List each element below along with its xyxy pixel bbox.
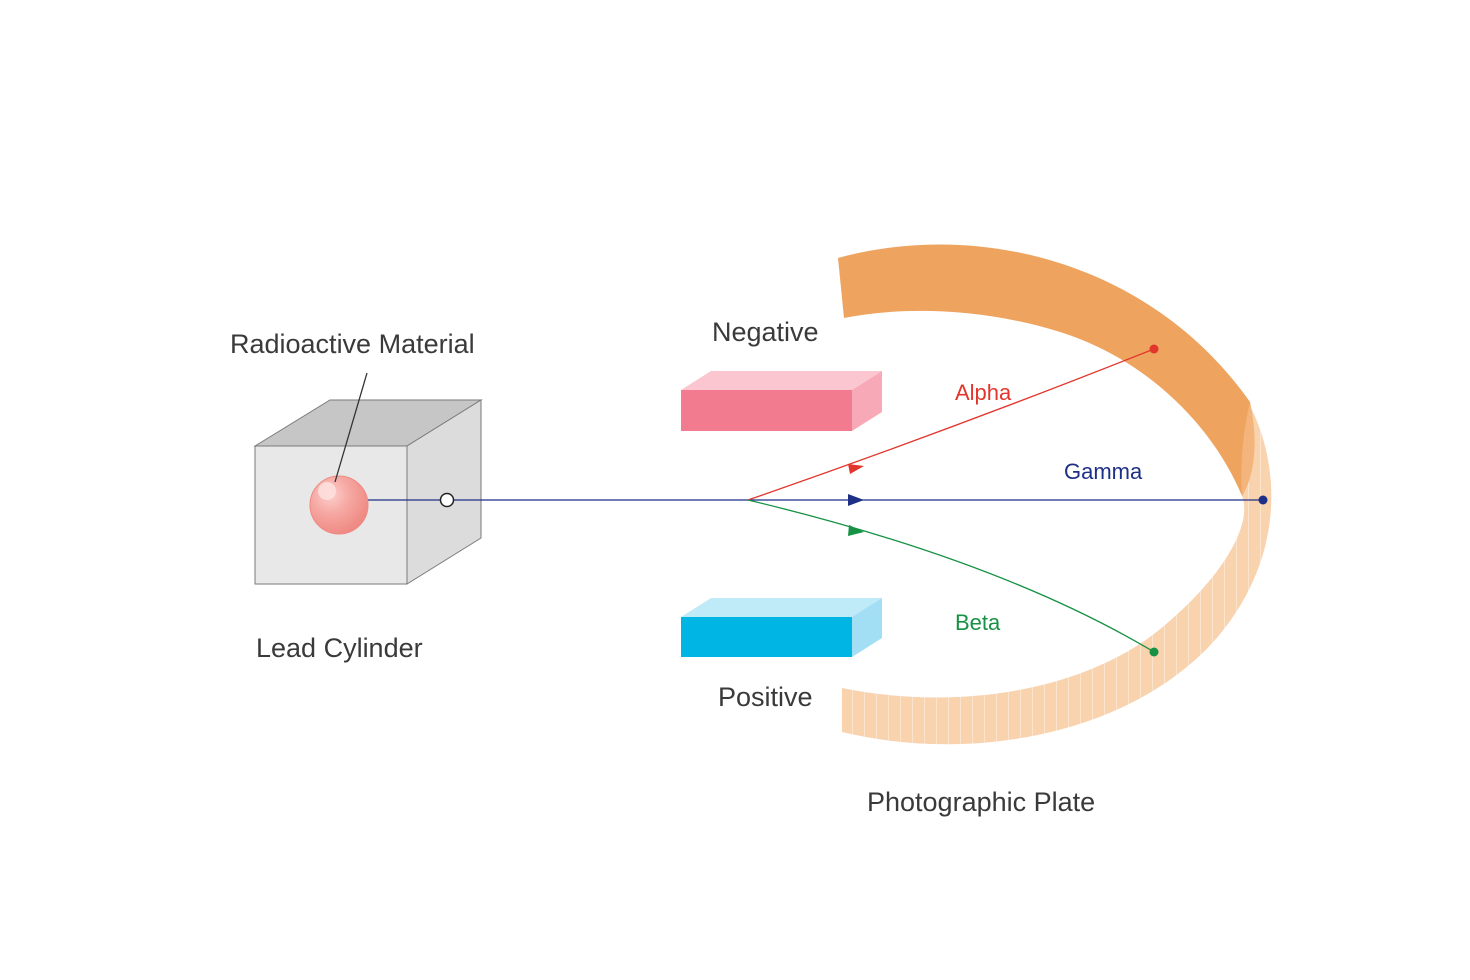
- sphere-highlight: [318, 482, 336, 500]
- photographic-plate: [838, 244, 1272, 745]
- positive-label: Positive: [718, 682, 813, 712]
- photographic-plate-lower: [842, 402, 1272, 745]
- beta-arrow: [848, 525, 864, 536]
- radioactive-material-pointer: [334, 372, 368, 483]
- lead-cylinder: [253, 399, 483, 585]
- aperture-hole: [439, 492, 455, 508]
- gamma-arrow: [848, 494, 864, 506]
- photographic-plate-upper: [838, 244, 1255, 496]
- alpha-ray: [747, 348, 1155, 501]
- beta-label: Beta: [955, 610, 1001, 635]
- alpha-impact-dot: [1149, 344, 1159, 354]
- photographic-plate-fold: [1241, 402, 1255, 496]
- radioactive-material-label: Radioactive Material: [230, 329, 475, 359]
- negative-plate: [681, 371, 882, 431]
- alpha-label: Alpha: [955, 380, 1012, 405]
- negative-label: Negative: [712, 317, 819, 347]
- positive-plate: [681, 598, 882, 657]
- gamma-label: Gamma: [1064, 459, 1143, 484]
- beta-impact-dot: [1149, 647, 1159, 657]
- gamma-impact-dot: [1258, 495, 1268, 505]
- photographic-plate-label: Photographic Plate: [867, 787, 1095, 817]
- alpha-arrow: [848, 464, 864, 474]
- lead-cylinder-label: Lead Cylinder: [256, 633, 423, 663]
- beta-ray: [747, 499, 1155, 653]
- radioactive-material-sphere: [309, 475, 369, 535]
- rays: [340, 344, 1268, 657]
